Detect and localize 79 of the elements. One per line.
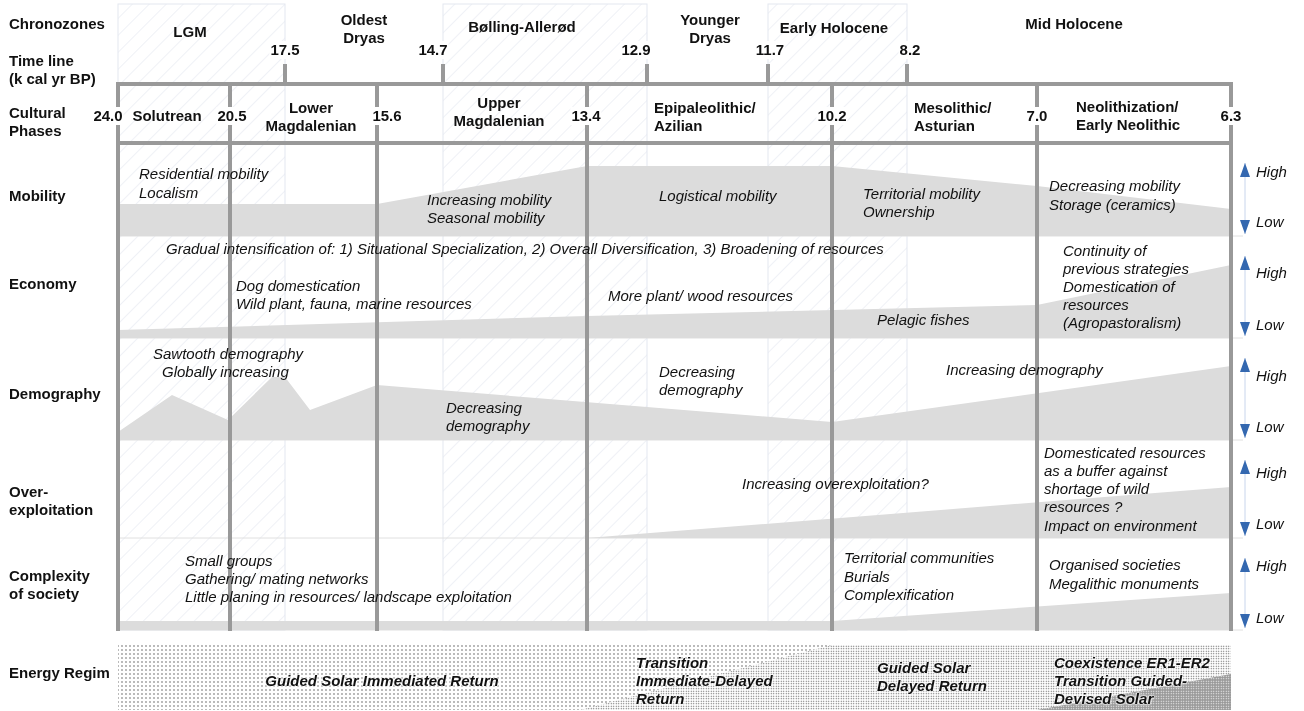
row-heading: Complexity of society: [9, 567, 90, 603]
annotation-text: Burials: [844, 568, 890, 586]
annotation-text: Megalithic monuments: [1049, 575, 1200, 593]
annotation-text: Territorial mobility: [863, 185, 980, 203]
annotation-text: Territorial communities: [844, 549, 995, 567]
date-label: 10.2: [816, 107, 848, 125]
annotation-text: Domesticated resources as a buffer against shortage of wild resources ?: [1044, 444, 1206, 516]
date-label: 15.6: [371, 107, 403, 125]
phase-label: Neolithization/ Early Neolithic: [1076, 98, 1181, 134]
annotation-text: More plant/ wood resources: [608, 287, 794, 305]
annotation-text: Localism: [139, 184, 199, 202]
date-label: 7.0: [1025, 107, 1049, 125]
phase-label: Lower Magdalenian: [265, 99, 357, 135]
scale-label: High: [1256, 557, 1287, 575]
scale-label: High: [1256, 163, 1287, 181]
row-heading: Chronozones: [9, 15, 105, 33]
scale-label: Low: [1256, 316, 1284, 334]
scale-label: Low: [1256, 515, 1284, 533]
annotation-text: Small groups: [185, 552, 273, 570]
annotation-text: Continuity of previous strategies: [1063, 242, 1189, 278]
annotation-text: Little planing in resources/ landscape exploitation: [185, 588, 512, 606]
energy-regime-label: Coexistence ER1-ER2 Transition Guided-Devised Solar: [1054, 654, 1211, 708]
annotation-text: Domestication of resources (Agropastoralism): [1063, 278, 1182, 332]
scale-label: Low: [1256, 609, 1284, 627]
annotation-text: Gathering/ mating networks: [185, 570, 369, 588]
annotation-text: Impact on environment: [1044, 517, 1197, 535]
chronozone-label: Mid Holocene: [1025, 15, 1123, 33]
annotation-text: Decreasing demography: [659, 363, 743, 399]
date-label: 11.7: [754, 41, 786, 59]
annotation-text: Gradual intensification of: 1) Situational Specialization, 2) Overall Diversification, 3) Broadening of resources: [166, 240, 884, 258]
scale-label: High: [1256, 367, 1287, 385]
chronozone-label: LGM: [173, 23, 207, 41]
date-label: 14.7: [417, 41, 449, 59]
annotation-text: Complexification: [844, 586, 955, 604]
date-label: 8.2: [898, 41, 922, 59]
phase-label: Solutrean: [132, 107, 202, 125]
date-label: 6.3: [1219, 107, 1243, 125]
row-heading: Demography: [9, 385, 101, 403]
row-heading: Time line (k cal yr BP): [9, 52, 96, 88]
annotation-text: Decreasing demography: [446, 399, 530, 435]
annotation-text: Sawtooth demography: [153, 345, 304, 363]
annotation-text: Wild plant, fauna, marine resources: [236, 295, 472, 313]
row-heading: Cultural Phases: [9, 104, 66, 140]
phase-label: Epipaleolithic/ Azilian: [654, 99, 756, 135]
date-label: 24.0: [92, 107, 124, 125]
annotation-text: Increasing overexploitation?: [742, 475, 929, 493]
row-heading: Mobility: [9, 187, 66, 205]
date-label: 12.9: [620, 41, 652, 59]
annotation-text: Globally increasing: [162, 363, 289, 381]
annotation-text: Residential mobility: [139, 165, 269, 183]
date-label: 17.5: [269, 41, 301, 59]
row-heading: Energy Regim: [9, 664, 110, 682]
annotation-text: Logistical mobility: [659, 187, 777, 205]
annotation-text: Storage (ceramics): [1049, 196, 1176, 214]
date-label: 13.4: [570, 107, 602, 125]
row-heading: Over-exploitation: [9, 483, 95, 519]
chronozone-label: Younger Dryas: [680, 11, 740, 47]
chronozone-label: Oldest Dryas: [340, 11, 388, 47]
energy-regime-label: Guided Solar Immediated Return: [265, 672, 499, 690]
annotation-text: Increasing demography: [946, 361, 1103, 379]
scale-label: High: [1256, 464, 1287, 482]
row-heading: Economy: [9, 275, 77, 293]
chronozone-label: Bølling-Allerød: [468, 18, 576, 36]
energy-regime-label: Guided Solar Delayed Return: [877, 659, 988, 695]
scale-label: Low: [1256, 418, 1284, 436]
annotation-text: Decreasing mobility: [1049, 177, 1180, 195]
date-label: 20.5: [216, 107, 248, 125]
chronozone-label: Early Holocene: [779, 19, 889, 37]
energy-regime-label: Transition Immediate-Delayed Return: [636, 654, 773, 708]
phase-label: Upper Magdalenian: [453, 94, 545, 130]
phase-label: Mesolithic/ Asturian: [914, 99, 992, 135]
scale-label: High: [1256, 264, 1287, 282]
scale-label: Low: [1256, 213, 1284, 231]
annotation-text: Pelagic fishes: [877, 311, 970, 329]
annotation-text: Seasonal mobility: [427, 209, 545, 227]
annotation-text: Organised societies: [1049, 556, 1181, 574]
annotation-text: Dog domestication: [236, 277, 361, 295]
annotation-text: Increasing mobility: [427, 191, 552, 209]
annotation-text: Ownership: [863, 203, 935, 221]
